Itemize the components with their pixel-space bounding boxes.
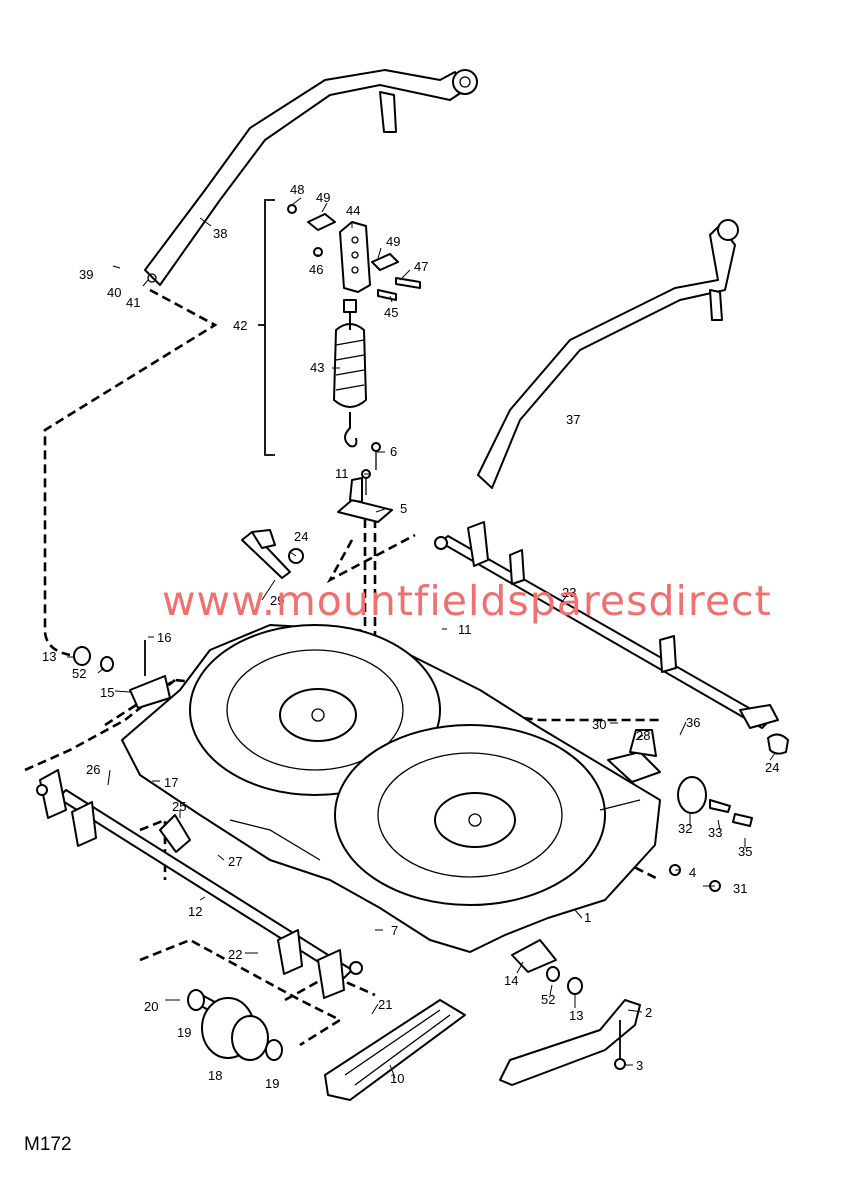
callout-48: 48 xyxy=(290,182,304,197)
callout-52a: 52 xyxy=(72,666,86,681)
bracket-5 xyxy=(337,442,393,523)
callout-46: 46 xyxy=(309,262,323,277)
callout-37: 37 xyxy=(566,412,580,427)
callout-7: 7 xyxy=(391,923,398,938)
callout-5: 5 xyxy=(400,501,407,516)
bracket-15 xyxy=(73,640,171,709)
bracket-14 xyxy=(511,939,583,995)
callout-38: 38 xyxy=(213,226,227,241)
callout-32: 32 xyxy=(678,821,692,836)
front-axle-12 xyxy=(36,769,363,999)
callout-19b: 19 xyxy=(265,1076,279,1091)
callout-10: 10 xyxy=(390,1071,404,1086)
callout-labels: 1 2 3 4 5 6 7 10 11 11 12 13 13 14 15 16… xyxy=(42,182,779,1091)
callout-44: 44 xyxy=(346,203,360,218)
callout-12: 12 xyxy=(188,904,202,919)
callout-3: 3 xyxy=(636,1058,643,1073)
leader-lines xyxy=(67,197,777,1079)
lift-arm-38 xyxy=(144,69,478,286)
callout-33: 33 xyxy=(708,825,722,840)
roller-18 xyxy=(187,989,283,1061)
callout-24b: 24 xyxy=(765,760,779,775)
callout-11a: 11 xyxy=(335,466,349,481)
callout-2: 2 xyxy=(645,1005,652,1020)
callout-6: 6 xyxy=(390,444,397,459)
callout-20: 20 xyxy=(144,999,158,1014)
callout-22: 22 xyxy=(228,947,242,962)
callout-35: 35 xyxy=(738,844,752,859)
right-bracket-28 xyxy=(607,729,753,892)
bracket-2 xyxy=(499,999,641,1086)
diagram-code: M172 xyxy=(24,1134,72,1155)
callout-49a: 49 xyxy=(316,190,330,205)
callout-42: 42 xyxy=(233,318,247,333)
callout-40: 40 xyxy=(107,285,121,300)
callout-14: 14 xyxy=(504,973,518,988)
callout-1: 1 xyxy=(584,910,591,925)
watermark-text: www.mountfieldsparesdirect xyxy=(162,577,772,625)
callout-19a: 19 xyxy=(177,1025,191,1040)
baffle-10 xyxy=(324,999,466,1101)
rear-axle-23 xyxy=(434,521,789,755)
callout-28: 28 xyxy=(636,728,650,743)
callout-26: 26 xyxy=(86,762,100,777)
callout-21: 21 xyxy=(378,997,392,1012)
callout-31: 31 xyxy=(733,881,747,896)
callout-18: 18 xyxy=(208,1068,222,1083)
callout-25: 25 xyxy=(172,799,186,814)
callout-24a: 24 xyxy=(294,529,308,544)
callout-13a: 13 xyxy=(42,649,56,664)
callout-36: 36 xyxy=(686,715,700,730)
callout-4: 4 xyxy=(689,865,696,880)
callout-49b: 49 xyxy=(386,234,400,249)
bracket-25 xyxy=(159,814,191,853)
spring-assembly-42 xyxy=(258,199,421,456)
callout-30: 30 xyxy=(592,717,606,732)
callout-47: 47 xyxy=(414,259,428,274)
callout-52b: 52 xyxy=(541,992,555,1007)
mower-deck-1 xyxy=(121,624,661,953)
callout-41: 41 xyxy=(126,295,140,310)
lift-arm-37 xyxy=(477,219,739,489)
callout-15: 15 xyxy=(100,685,114,700)
callout-45: 45 xyxy=(384,305,398,320)
callout-39: 39 xyxy=(79,267,93,282)
callout-11b: 11 xyxy=(458,622,472,637)
callout-16: 16 xyxy=(157,630,171,645)
callout-43: 43 xyxy=(310,360,324,375)
callout-13b: 13 xyxy=(569,1008,583,1023)
callout-23: 23 xyxy=(562,585,576,600)
callout-17: 17 xyxy=(164,775,178,790)
callout-29: 29 xyxy=(270,593,284,608)
callout-27: 27 xyxy=(228,854,242,869)
